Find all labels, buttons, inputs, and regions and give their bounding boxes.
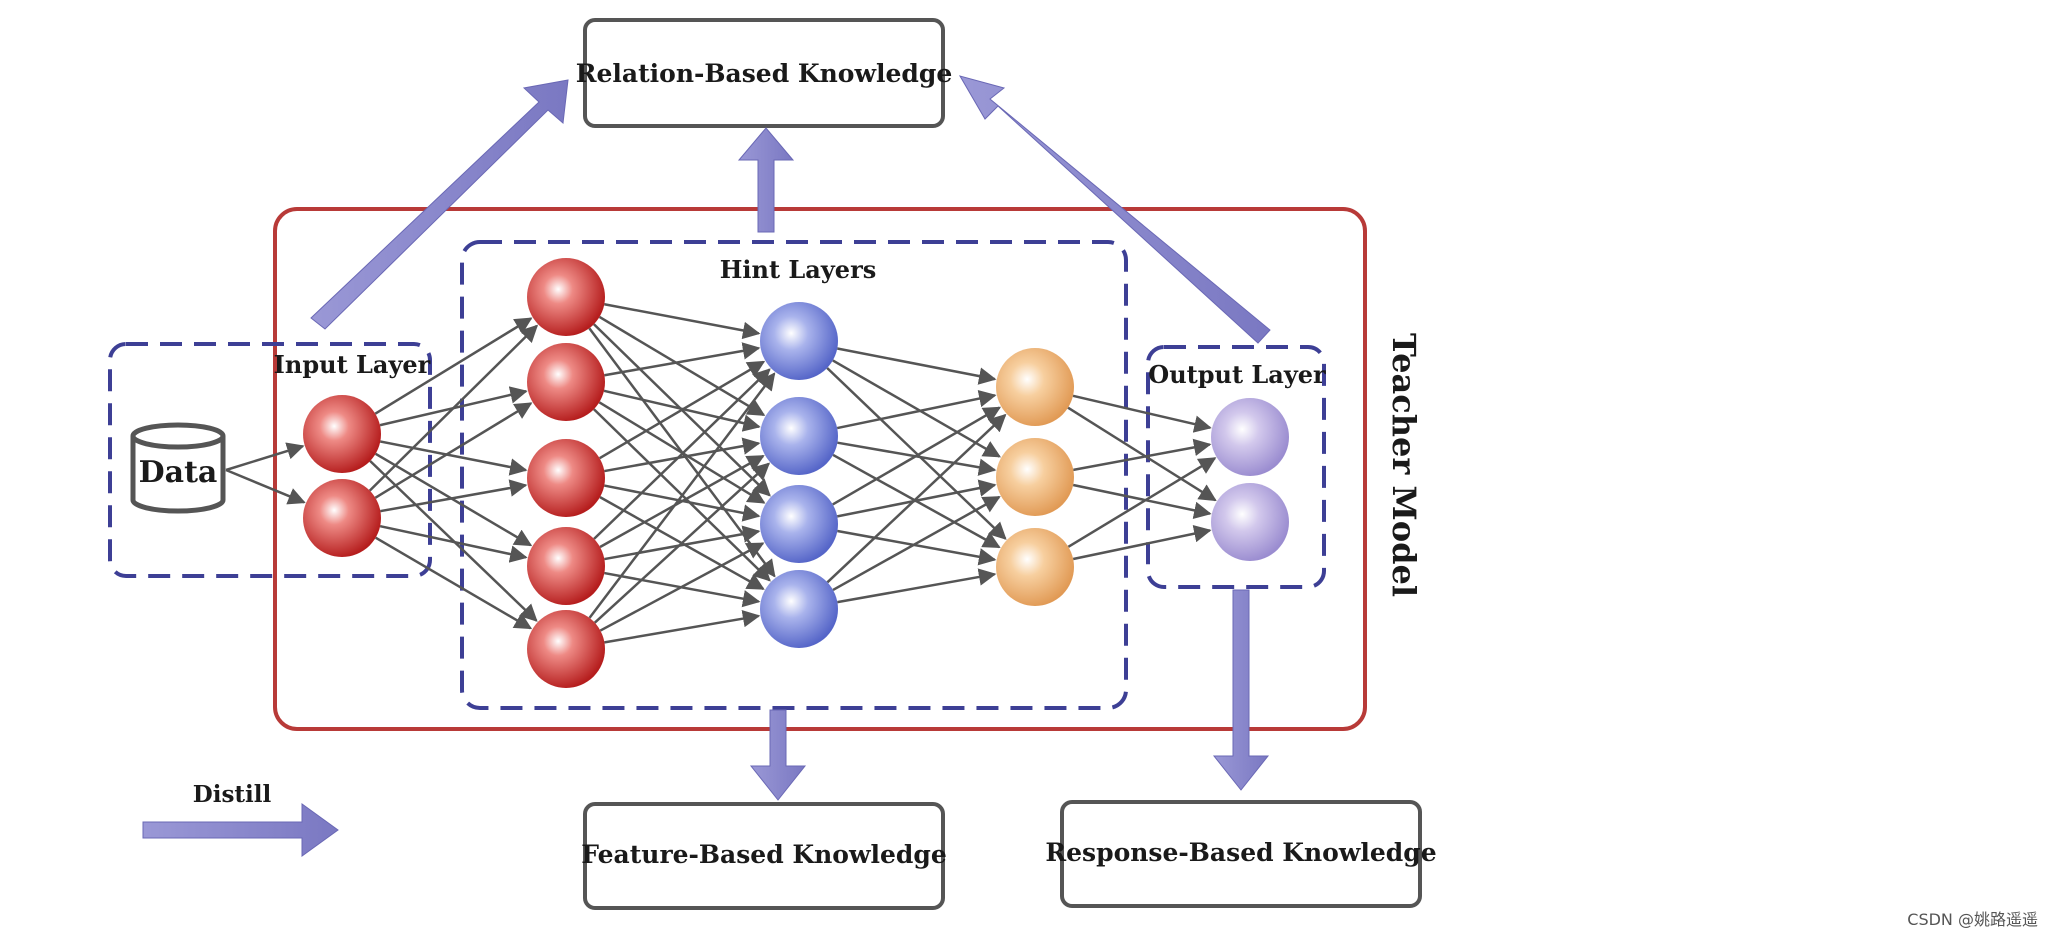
edge-l0-n0-to-n0	[374, 317, 533, 415]
edge-l1-n2-to-n0	[598, 360, 766, 460]
arrow-output-to-relation	[958, 75, 1271, 344]
data-label: Data	[139, 455, 218, 490]
distill-label: Distill	[193, 781, 272, 808]
hidden-3-node-2	[996, 438, 1074, 516]
edge-l0-n1-to-n1	[374, 402, 533, 499]
hint-layers-group	[460, 240, 1128, 710]
edge-l1-n4-to-n3	[604, 609, 761, 644]
arrow-output-to-response	[1212, 589, 1270, 791]
hidden-2-node-4	[760, 570, 838, 648]
edge-l1-n4-to-n2	[599, 542, 765, 632]
feature-based-knowledge-label: Feature-Based Knowledge	[581, 840, 947, 869]
hidden-1-node-1	[527, 258, 605, 336]
feature-based-knowledge-box: Feature-Based Knowledge	[581, 802, 947, 910]
input-node-2	[303, 479, 381, 557]
output-layer-group	[1146, 345, 1326, 589]
edge-l2-n3-to-n2	[837, 568, 997, 604]
edge-l1-n3-to-n1	[599, 454, 765, 549]
edge-l3-n2-to-n0	[1067, 457, 1217, 548]
edge-l0-n0-to-n3	[374, 452, 533, 547]
relation-based-knowledge-box: Relation-Based Knowledge	[576, 18, 953, 128]
hidden-1-node-4	[527, 527, 605, 605]
edge-l3-n2-to-n1	[1072, 525, 1212, 561]
edge-l3-n0-to-n1	[1067, 406, 1217, 502]
edge-l3-n1-to-n0	[1073, 438, 1212, 472]
hidden-1-node-5	[527, 610, 605, 688]
output-node-2	[1211, 483, 1289, 561]
edge-l0-n1-to-n2	[380, 479, 528, 513]
data-cylinder-icon	[130, 422, 226, 514]
response-based-knowledge-label: Response-Based Knowledge	[1045, 838, 1436, 867]
distill-arrows	[142, 75, 1271, 857]
data-to-input-edge-0	[225, 442, 305, 472]
edge-l2-n2-to-n1	[837, 479, 997, 518]
edge-l1-n3-to-n2	[604, 525, 761, 561]
edge-l1-n0-to-n0	[604, 303, 761, 340]
hidden-1-node-2	[527, 343, 605, 421]
teacher-model-label: Teacher Model	[1385, 333, 1423, 597]
arrow-hint-to-relation	[737, 127, 795, 233]
relation-based-knowledge-label: Relation-Based Knowledge	[576, 59, 953, 88]
edge-l1-n2-to-n1	[604, 437, 761, 473]
arrow-hint-to-feature	[749, 709, 807, 801]
edge-l2-n1-to-n0	[836, 389, 997, 430]
response-based-knowledge-box: Response-Based Knowledge	[1045, 800, 1437, 908]
hidden-2-node-2	[760, 397, 838, 475]
arrow-input-to-relation	[310, 79, 569, 330]
hidden-3-node-1	[996, 348, 1074, 426]
edge-l2-n2-to-n2	[837, 529, 997, 566]
network-nodes	[303, 258, 1289, 688]
hidden-1-node-3	[527, 439, 605, 517]
network-connections	[225, 303, 1217, 644]
edge-l0-n0-to-n2	[380, 440, 528, 476]
edge-l0-n1-to-n4	[375, 536, 533, 630]
edge-l1-n4-to-n1	[593, 462, 771, 624]
edge-l0-n1-to-n0	[368, 324, 539, 492]
teacher-model-box	[273, 207, 1367, 731]
edge-l2-n2-to-n0	[832, 406, 1002, 506]
output-node-1	[1211, 398, 1289, 476]
edge-l2-n0-to-n0	[837, 347, 997, 385]
edge-l1-n1-to-n2	[598, 401, 766, 504]
edge-l2-n0-to-n1	[832, 359, 1001, 458]
edge-l1-n0-to-n1	[598, 315, 766, 417]
edge-l1-n3-to-n0	[593, 368, 771, 540]
watermark: CSDN @姚路遥遥	[1907, 910, 2038, 929]
edge-l3-n1-to-n1	[1072, 483, 1212, 519]
data-to-input-edge-1	[225, 468, 306, 505]
edge-l1-n1-to-n0	[604, 342, 761, 377]
hidden-3-node-3	[996, 528, 1074, 606]
edge-l1-n4-to-n0	[588, 372, 776, 619]
edge-l2-n3-to-n1	[832, 495, 1001, 592]
input-layer-label: Input Layer	[274, 350, 431, 379]
distill-legend-arrow	[142, 803, 339, 857]
input-node-1	[303, 395, 381, 473]
output-layer-label: Output Layer	[1148, 360, 1326, 389]
hidden-2-node-3	[760, 485, 838, 563]
input-layer-group	[108, 342, 432, 578]
hint-layers-label: Hint Layers	[720, 255, 876, 284]
edge-l2-n3-to-n0	[826, 413, 1007, 584]
hidden-2-node-1	[760, 302, 838, 380]
edge-l0-n1-to-n3	[379, 524, 528, 563]
edge-l3-n0-to-n0	[1072, 394, 1212, 433]
